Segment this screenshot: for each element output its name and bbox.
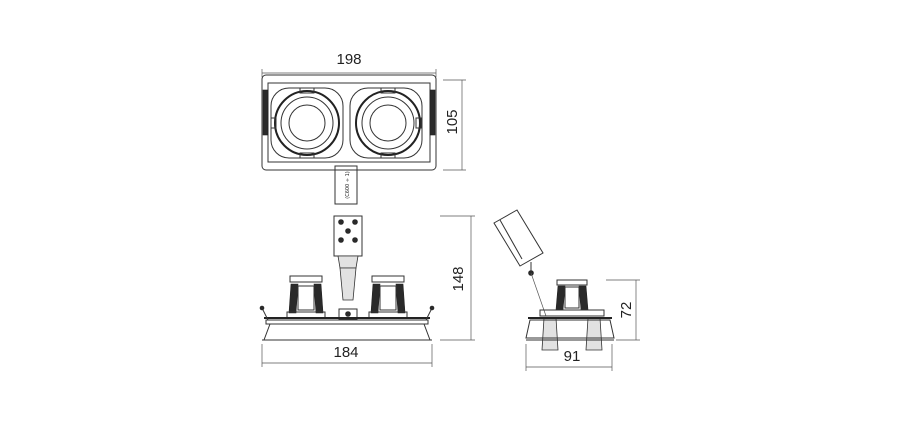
front-lamp-holder-right — [368, 275, 408, 319]
side-trim — [525, 317, 615, 341]
dimension-side-width: 91 — [525, 344, 613, 371]
dimension-top-width: 198 — [261, 51, 437, 77]
dimension-label-198: 198 — [336, 51, 361, 68]
top-trim-frame — [261, 74, 437, 171]
dimension-front-height: 148 — [440, 215, 475, 341]
side-driver-box — [493, 209, 547, 317]
right-clip — [429, 89, 436, 136]
lamp-module-left — [270, 87, 344, 159]
dimension-label-105: 105 — [444, 109, 461, 134]
front-driver-bracket — [333, 215, 363, 320]
dimension-label-91: 91 — [564, 348, 581, 365]
driver-box-top: (C600 ÷ 1) — [334, 165, 358, 205]
front-trim — [259, 305, 435, 341]
dimension-label-184: 184 — [333, 344, 358, 361]
side-view: 72 91 — [493, 209, 640, 371]
dimension-label-72: 72 — [618, 302, 635, 319]
left-clip — [262, 89, 269, 136]
lamp-module-right — [349, 87, 423, 159]
dimension-label-148: 148 — [450, 266, 467, 291]
side-lamp-holder — [539, 279, 605, 317]
driver-label: (C600 ÷ 1) — [345, 171, 351, 199]
dimension-side-height: 72 — [606, 279, 640, 341]
front-view: 184 148 — [259, 215, 475, 367]
side-springs — [541, 317, 603, 351]
dimension-front-width: 184 — [261, 344, 433, 367]
front-lamp-holder-left — [286, 275, 326, 319]
top-view: 198 105 — [261, 51, 466, 205]
dimension-top-height: 105 — [443, 79, 466, 171]
